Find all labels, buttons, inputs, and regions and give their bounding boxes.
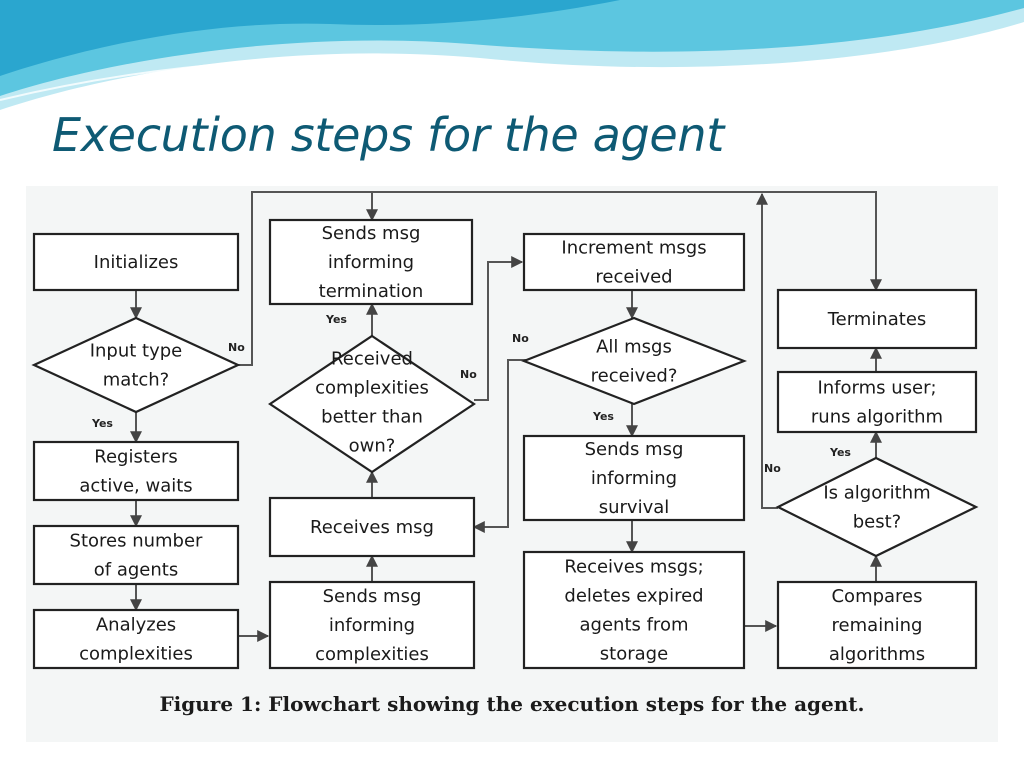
flowchart-connectors bbox=[130, 191, 882, 642]
node-label-line: Initializes bbox=[94, 252, 179, 273]
edge-label-input-no: No bbox=[228, 341, 245, 354]
node-label-line: received bbox=[595, 267, 672, 288]
node-label-line: Receives msgs; bbox=[564, 557, 703, 578]
node-label-line: complexities bbox=[315, 644, 429, 665]
node-label-line: Receives msg bbox=[310, 517, 434, 538]
node-increment-msgs: Increment msgs received bbox=[522, 232, 746, 292]
node-label-line: complexities bbox=[315, 378, 429, 399]
node-label-stores-number: Stores number of agents bbox=[70, 531, 204, 581]
node-label-line: Stores number bbox=[70, 531, 204, 552]
node-label-is-algorithm-best: Is algorithm best? bbox=[823, 483, 930, 533]
edge-label-best-no: No bbox=[764, 462, 781, 475]
node-label-line: best? bbox=[853, 512, 902, 533]
node-label-line: deletes expired bbox=[564, 586, 703, 607]
node-label-line: Is algorithm bbox=[823, 483, 930, 504]
node-label-line: active, waits bbox=[79, 476, 192, 497]
node-label-receives-msg: Receives msg bbox=[310, 517, 434, 538]
node-initializes: Initializes bbox=[32, 232, 240, 292]
node-registers: Registers active, waits bbox=[32, 440, 240, 502]
node-label-analyzes: Analyzes complexities bbox=[79, 615, 193, 665]
node-label-line: Input type bbox=[90, 341, 183, 362]
edge-label-received-yes: Yes bbox=[325, 313, 347, 326]
node-label-sends-survival: Sends msg informing survival bbox=[585, 439, 684, 518]
node-label-terminates: Terminates bbox=[827, 309, 927, 330]
node-label-line: received? bbox=[591, 366, 678, 387]
node-label-receives-msgs: Receives msgs; deletes expired agents from… bbox=[564, 557, 703, 665]
node-label-line: storage bbox=[600, 644, 668, 665]
node-informs-user: Informs user; runs algorithm bbox=[776, 370, 978, 434]
node-received-complexities: Received complexities better than own? bbox=[268, 334, 476, 474]
node-input-type-match: Input type match? bbox=[31, 316, 241, 414]
node-label-compares: Compares remaining algorithms bbox=[829, 586, 925, 665]
node-label-input-type-match: Input type match? bbox=[90, 341, 183, 391]
node-label-line: remaining bbox=[832, 615, 923, 636]
node-label-line: complexities bbox=[79, 644, 193, 665]
node-label-line: Terminates bbox=[827, 309, 927, 330]
node-label-line: Registers bbox=[94, 447, 178, 468]
node-sends-termination: Sends msg informing termination bbox=[268, 218, 474, 306]
node-label-sends-termination: Sends msg informing termination bbox=[319, 223, 424, 302]
node-receives-msg: Receives msg bbox=[268, 496, 476, 558]
node-label-line: All msgs bbox=[596, 337, 672, 358]
node-label-registers: Registers active, waits bbox=[79, 447, 192, 497]
node-label-line: Sends msg bbox=[585, 439, 684, 460]
node-terminates: Terminates bbox=[776, 288, 978, 350]
node-label-line: Sends msg bbox=[323, 586, 422, 607]
edge-label-received-no: No bbox=[460, 368, 477, 381]
slide-title: Execution steps for the agent bbox=[52, 108, 725, 162]
node-label-line: Analyzes bbox=[96, 615, 176, 636]
header-wave-decoration bbox=[0, 0, 1024, 110]
edge-label-input-yes: Yes bbox=[91, 417, 113, 430]
node-label-line: Increment msgs bbox=[561, 238, 706, 259]
node-label-increment-msgs: Increment msgs received bbox=[561, 238, 706, 288]
node-label-line: of agents bbox=[94, 560, 178, 581]
node-label-informs-user: Informs user; runs algorithm bbox=[811, 378, 943, 428]
node-label-line: Received bbox=[331, 349, 413, 370]
edge-label-all-no: No bbox=[512, 332, 529, 345]
node-stores-number: Stores number of agents bbox=[32, 524, 240, 586]
node-label-line: Compares bbox=[831, 586, 922, 607]
node-receives-msgs: Receives msgs; deletes expired agents from… bbox=[522, 550, 746, 670]
node-label-line: Informs user; bbox=[817, 378, 936, 399]
figure-caption: Figure 1: Flowchart showing the executio… bbox=[159, 692, 865, 716]
node-label-received-complexities: Received complexities better than own? bbox=[315, 349, 429, 457]
node-analyzes: Analyzes complexities bbox=[32, 608, 240, 670]
node-is-algorithm-best: Is algorithm best? bbox=[775, 456, 979, 558]
node-label-line: runs algorithm bbox=[811, 407, 943, 428]
node-label-sends-complexities: Sends msg informing complexities bbox=[315, 586, 429, 665]
node-sends-complexities: Sends msg informing complexities bbox=[268, 580, 476, 670]
node-compares: Compares remaining algorithms bbox=[776, 580, 978, 670]
edge-label-all-yes: Yes bbox=[592, 410, 614, 423]
node-label-initializes: Initializes bbox=[94, 252, 179, 273]
node-label-line: algorithms bbox=[829, 644, 925, 665]
node-label-line: match? bbox=[103, 370, 169, 391]
node-sends-survival: Sends msg informing survival bbox=[522, 434, 746, 522]
node-label-line: better than bbox=[321, 407, 423, 428]
node-label-line: informing bbox=[328, 252, 414, 273]
node-label-all-msgs: All msgs received? bbox=[591, 337, 678, 387]
node-label-line: Sends msg bbox=[322, 223, 421, 244]
node-label-line: termination bbox=[319, 281, 424, 302]
node-label-line: survival bbox=[599, 497, 670, 518]
node-label-line: informing bbox=[329, 615, 415, 636]
node-label-line: informing bbox=[591, 468, 677, 489]
edge-label-best-yes: Yes bbox=[829, 446, 851, 459]
node-all-msgs-received: All msgs received? bbox=[520, 316, 748, 406]
node-label-line: agents from bbox=[580, 615, 689, 636]
node-label-line: own? bbox=[349, 436, 396, 457]
